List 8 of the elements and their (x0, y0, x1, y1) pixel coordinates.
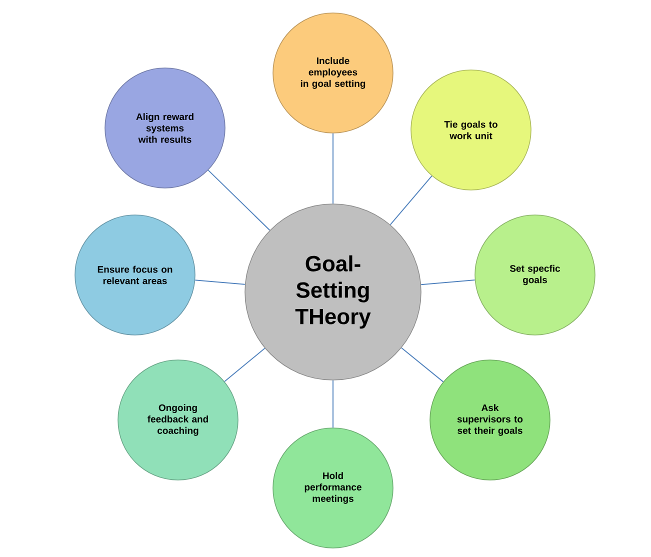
connector-line (208, 170, 270, 231)
connector-line (401, 347, 444, 382)
connector-line (224, 348, 266, 382)
connector-line (332, 132, 334, 204)
connector-line (390, 175, 432, 226)
connector-line (194, 280, 246, 285)
connector-line (332, 380, 334, 428)
connector-line (420, 280, 476, 286)
